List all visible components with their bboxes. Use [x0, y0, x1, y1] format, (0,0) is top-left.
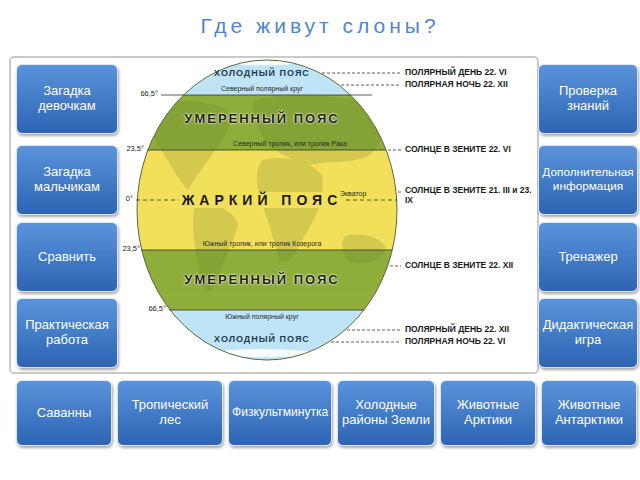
zone-name: ХОЛОДНЫЙ ПОЯС [214, 68, 310, 78]
menu-button: Дополнительная информация [538, 145, 638, 215]
button-text: Тропический лес [121, 398, 219, 428]
latitude-name: Южный тропик, или тропик Козерога [203, 240, 322, 248]
button-text: Тренажер [542, 250, 634, 265]
button-text: Холодные районы Земли [341, 398, 431, 428]
cold-band [130, 310, 410, 365]
zone-name: УМЕРЕННЫЙ ПОЯС [184, 273, 339, 288]
button-text: Саванны [20, 406, 108, 421]
latitude-name: Северный тропик, или тропик Рака [233, 140, 347, 148]
date-annotation: ПОЛЯРНЫЙ ДЕНЬ 22. XII [405, 325, 533, 335]
latitude-degree: 0° [126, 195, 133, 204]
climate-bands [130, 55, 410, 365]
latitude-degree: 66,5° [148, 305, 166, 314]
button-text: Проверка знаний [542, 84, 634, 114]
menu-button: Тренажер [538, 222, 638, 292]
cold-band [130, 55, 410, 95]
globe-outline [137, 60, 397, 360]
date-annotation: СОЛНЦЕ В ЗЕНИТЕ 22. XII [405, 261, 533, 271]
date-annotation: СОЛНЦЕ В ЗЕНИТЕ 21. III и 23. IX [405, 186, 533, 206]
menu-button: Саванны [16, 380, 112, 446]
latitude-name: Северный полярный круг [221, 85, 303, 93]
menu-button: Холодные районы Земли [337, 380, 435, 446]
button-text: Животные Антарктики [545, 398, 633, 428]
button-text: Дополнительная информация [542, 166, 634, 193]
menu-button: Животные Антарктики [541, 380, 637, 446]
button-text: Загадка девочкам [20, 84, 114, 114]
latitude-degree: 23,5° [122, 245, 140, 254]
button-text: Практическая работа [20, 318, 114, 348]
latitude-degree: 66,5° [140, 90, 158, 99]
menu-button: Тропический лес [117, 380, 223, 446]
date-annotation: ПОЛЯРНАЯ НОЧЬ 22. VI [405, 337, 533, 347]
button-text: Дидактическая игра [542, 318, 634, 348]
button-text: Физкультминутка [232, 406, 328, 420]
content-frame [10, 57, 538, 373]
menu-button: Проверка знаний [538, 64, 638, 134]
latitude-lines [136, 95, 397, 310]
menu-button: Загадка мальчикам [16, 145, 118, 215]
latitude-name: Экватор [340, 190, 366, 198]
menu-button: Физкультминутка [228, 380, 332, 446]
menu-button: Сравнить [16, 222, 118, 292]
date-annotation: ПОЛЯРНАЯ НОЧЬ 22. XII [405, 80, 533, 90]
menu-button: Загадка девочкам [16, 64, 118, 134]
button-text: Сравнить [20, 250, 114, 265]
date-annotation: СОЛНЦЕ В ЗЕНИТЕ 22. VI [405, 145, 533, 155]
button-text: Животные Арктики [444, 398, 532, 428]
zone-name: ЖАРКИЙ ПОЯС [179, 192, 346, 208]
menu-button: Животные Арктики [440, 380, 536, 446]
latitude-degree: 23,5° [126, 145, 144, 154]
date-annotation: ПОЛЯРНЫЙ ДЕНЬ 22. VI [405, 68, 533, 78]
slide-title: Где живут слоны? [0, 14, 640, 38]
latitude-name: Южный полярный круг [225, 313, 299, 321]
menu-button: Дидактическая игра [538, 298, 638, 368]
menu-button: Практическая работа [16, 298, 118, 368]
zone-name: УМЕРЕННЫЙ ПОЯС [184, 112, 339, 127]
continents [148, 95, 386, 291]
zone-name: ХОЛОДНЫЙ ПОЯС [214, 334, 310, 344]
button-text: Загадка мальчикам [20, 165, 114, 195]
